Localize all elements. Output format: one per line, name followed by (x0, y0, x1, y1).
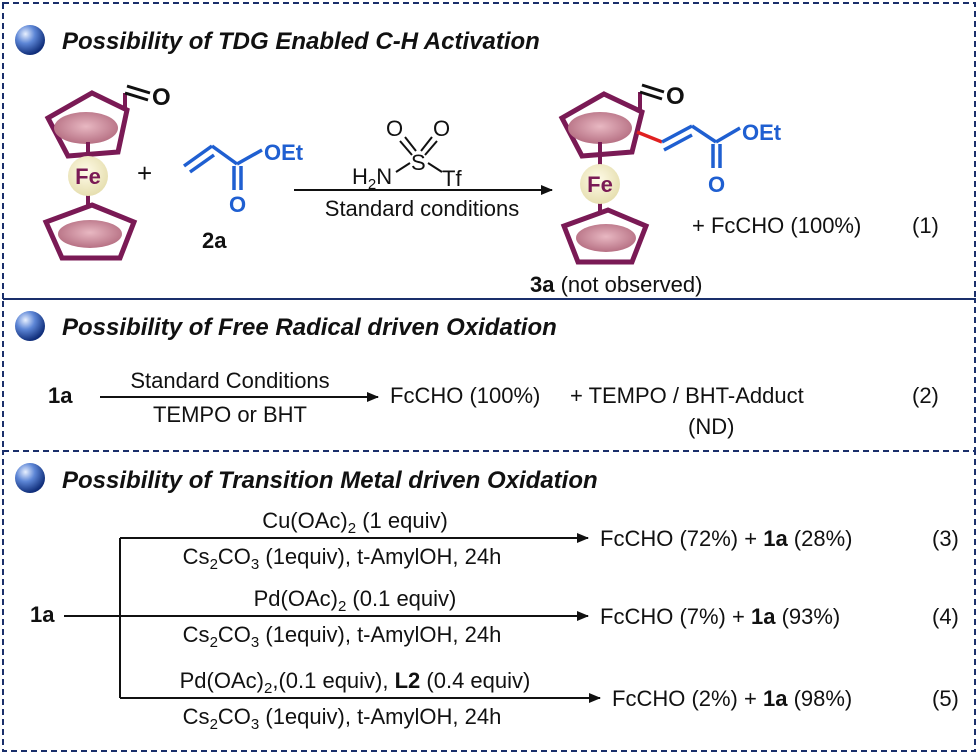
product-text: FcCHO (72%) + 1a (28%) (600, 526, 852, 551)
conditions-top: Cu(OAc)2 (1 equiv) (262, 508, 448, 537)
section-1-header: Possibility of TDG Enabled C-H Activatio… (15, 25, 540, 55)
conditions-bottom: Cs2CO3 (1equiv), t-AmylOH, 24h (183, 622, 502, 651)
atom-o: O (386, 116, 403, 141)
compound-label-2a: 2a (202, 228, 227, 253)
atom-tf: Tf (442, 166, 462, 191)
section-3-title: Possibility of Transition Metal driven O… (62, 467, 598, 494)
bond (641, 83, 665, 94)
equation-number: (3) (932, 526, 959, 551)
bond (399, 140, 413, 156)
cp-ring-bottom-fill (576, 224, 636, 252)
atom-s: S (411, 150, 426, 175)
reactant-1a: 1a (30, 602, 55, 627)
equation-number: (5) (932, 686, 959, 711)
adduct-text: + TEMPO / BHT-Adduct (570, 383, 804, 408)
bond (661, 124, 693, 144)
bond (427, 162, 443, 173)
section-2-title: Possibility of Free Radical driven Oxida… (62, 314, 557, 341)
frame-section-3 (2, 450, 976, 752)
bond (404, 136, 417, 152)
bond (691, 124, 717, 144)
byproduct-fcho: + FcCHO (100%) (692, 213, 861, 238)
bond (395, 162, 411, 173)
plus-sign: + (137, 158, 152, 188)
bond (188, 153, 216, 174)
bond (663, 133, 693, 152)
conditions-bottom: Cs2CO3 (1equiv), t-AmylOH, 24h (183, 704, 502, 733)
product-text: FcCHO (7%) + 1a (93%) (600, 604, 840, 629)
conditions-top: Pd(OAc)2,(0.1 equiv), L2 (0.4 equiv) (180, 668, 531, 697)
equation-number-1: (1) (912, 213, 939, 238)
reactant-1a: 1a (48, 383, 73, 408)
bond (126, 84, 151, 95)
atom-o: O (229, 192, 246, 217)
compound-label-3a: 3a (not observed) (530, 272, 702, 297)
atom-o: O (666, 83, 685, 110)
bullet-sphere-icon (15, 463, 45, 493)
bond (236, 148, 263, 166)
cp-ring-top-fill (568, 112, 632, 144)
atom-fe: Fe (587, 172, 613, 197)
adduct-note: (ND) (688, 414, 734, 439)
ferrocene-aldehyde-structure: O Fe (42, 84, 171, 261)
fe-center (580, 164, 620, 204)
atom-oet: OEt (742, 120, 782, 145)
section-3-header: Possibility of Transition Metal driven O… (15, 463, 598, 494)
conditions-bottom: Cs2CO3 (1equiv), t-AmylOH, 24h (183, 544, 502, 573)
atom-o: O (433, 116, 450, 141)
atom-oet: OEt (264, 140, 304, 165)
section-2-header: Possibility of Free Radical driven Oxida… (15, 311, 557, 341)
conditions-top: Pd(OAc)2 (0.1 equiv) (254, 586, 457, 615)
bond (424, 140, 438, 156)
atom-fe: Fe (75, 164, 101, 189)
cp-ring-bottom-fill (58, 220, 122, 248)
conditions-bottom: TEMPO or BHT (153, 402, 307, 427)
bullet-sphere-icon (15, 25, 45, 55)
cp-ring-top-fill (54, 112, 118, 144)
equation-number-2: (2) (912, 383, 939, 408)
section-1-title: Possibility of TDG Enabled C-H Activatio… (62, 28, 540, 55)
atom-o: O (152, 84, 171, 111)
product-3a-structure: O OEt O Fe (558, 83, 782, 265)
equation-number: (4) (932, 604, 959, 629)
product-fcho: FcCHO (100%) (390, 383, 540, 408)
h2n-group: H2N (352, 164, 392, 193)
fe-center (68, 156, 108, 196)
product-text: FcCHO (2%) + 1a (98%) (612, 686, 852, 711)
transition-metal-rows: Cu(OAc)2 (1 equiv) Cs2CO3 (1equiv), t-Amy… (120, 508, 959, 733)
conditions-top: Standard Conditions (130, 368, 329, 393)
tdg-reagent-structure: O O S H2N Tf (352, 116, 462, 193)
atom-o: O (708, 172, 725, 197)
bond (182, 144, 214, 168)
bond (639, 90, 663, 101)
bullet-sphere-icon (15, 311, 45, 341)
bond (124, 91, 149, 102)
conditions-text: Standard conditions (325, 196, 519, 221)
bond (715, 126, 741, 144)
bond (210, 144, 239, 166)
new-bond (636, 130, 663, 144)
ethyl-acrylate-structure: OEt O 2a (182, 140, 304, 253)
bond (420, 136, 433, 152)
